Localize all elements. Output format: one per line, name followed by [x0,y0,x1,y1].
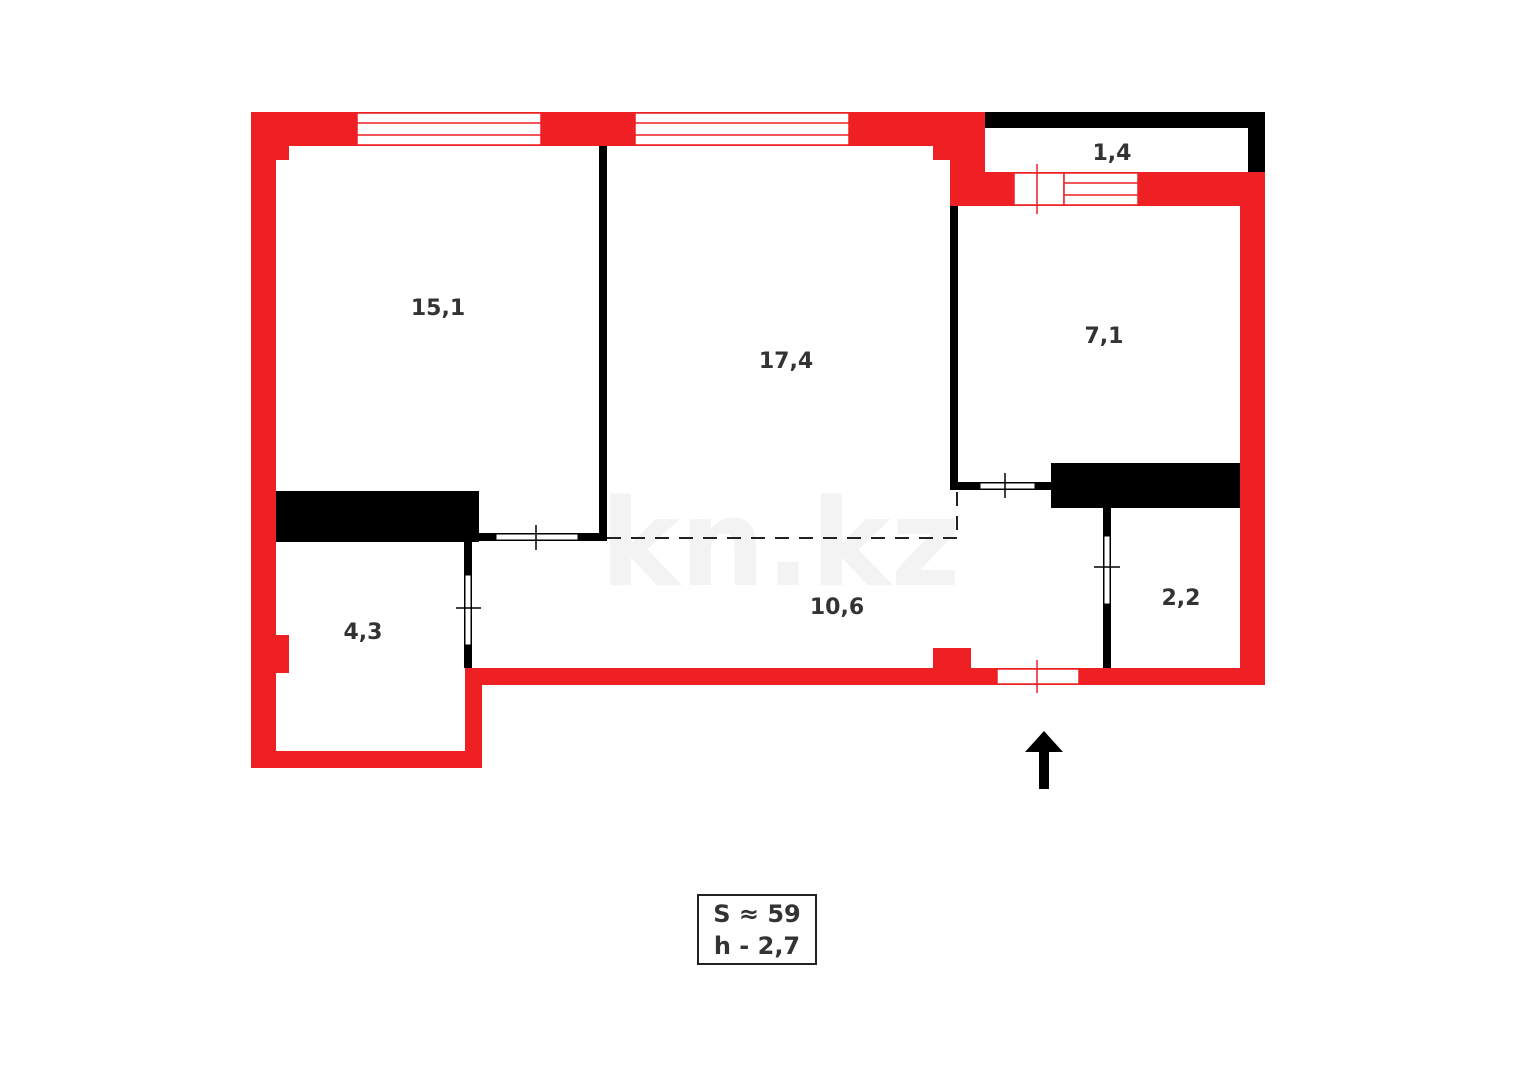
window-room-1 [356,112,542,146]
balcony-walls [985,112,1265,172]
arrow-up-icon [1025,731,1063,789]
exterior-walls [251,112,1265,768]
room-area-label: 7,1 [1085,324,1124,349]
open-boundary [607,492,958,539]
total-area: S ≈ 59 [713,899,801,928]
balcony-door-window [1013,164,1139,214]
ceiling-height: h - 2,7 [713,931,801,960]
watermark: kn.kz [600,475,960,614]
balcony-area-label: 1,4 [1093,141,1132,166]
windows [356,112,1139,693]
room-area-label: 17,4 [759,349,813,374]
room-area-label: 4,3 [344,620,383,645]
interior-doors [456,473,1120,646]
room-area-label: 15,1 [411,296,465,321]
room-area-label: 10,6 [810,595,864,620]
window-room-2 [634,112,850,146]
entrance-door [996,660,1080,693]
room-area-label: 2,2 [1162,586,1201,611]
summary-box: S ≈ 59 h - 2,7 [697,894,817,965]
